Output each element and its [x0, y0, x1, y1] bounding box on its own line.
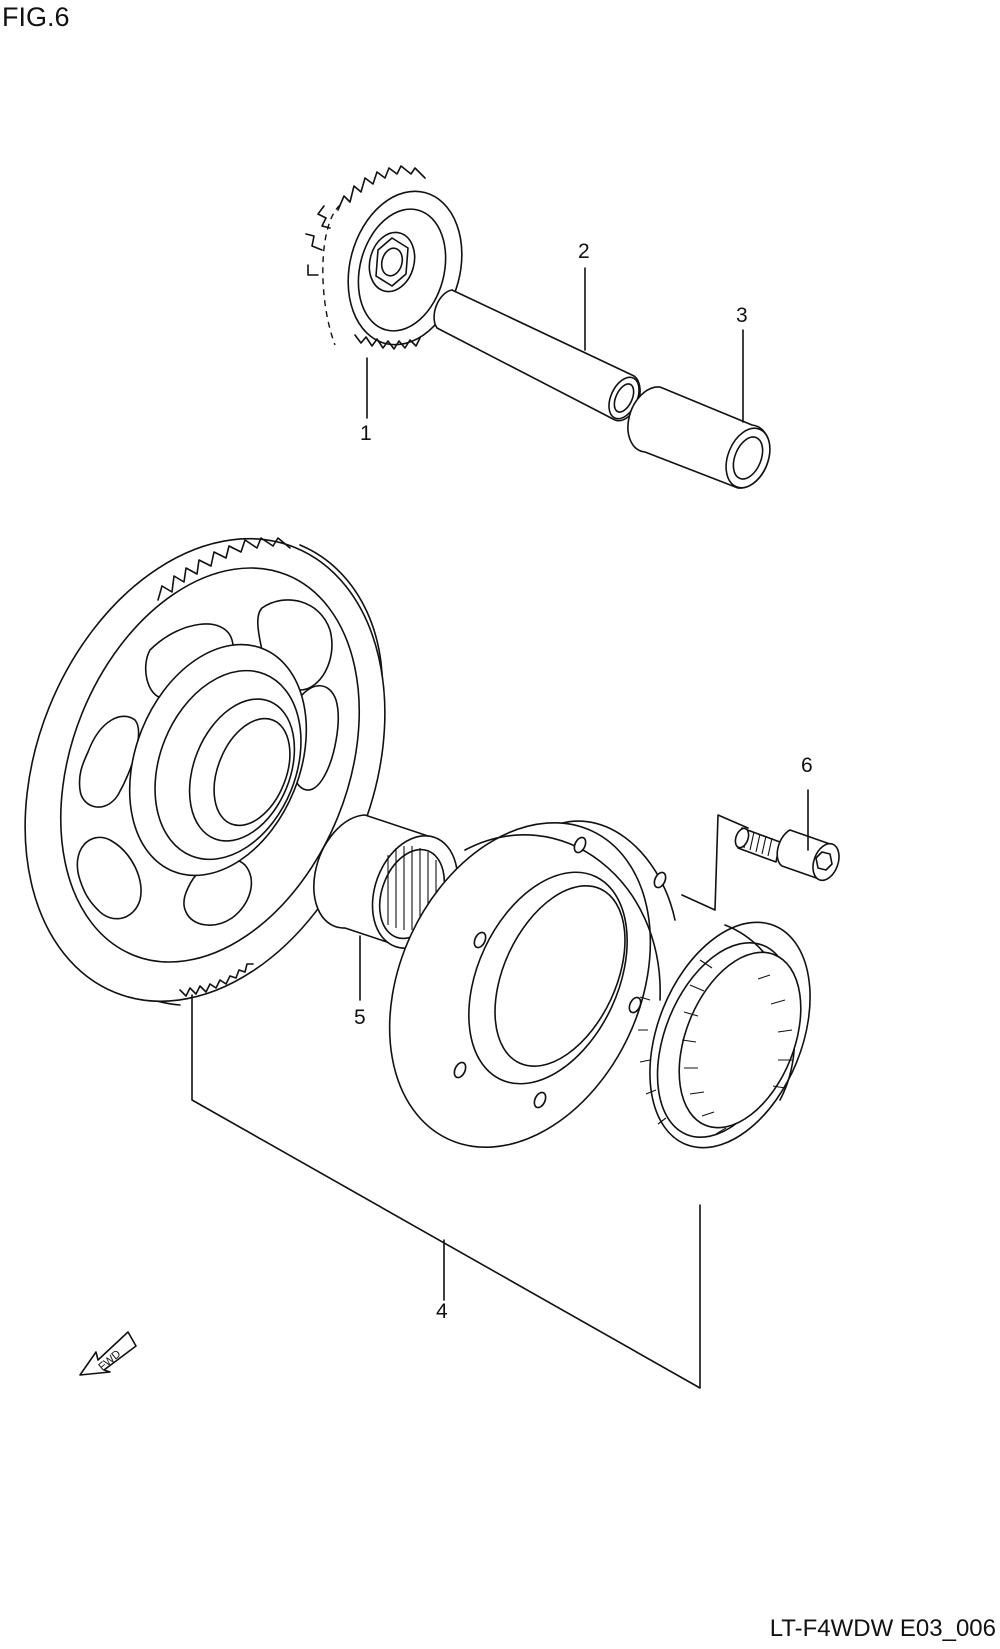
leader-lines: [191, 267, 809, 1389]
callout-numbers: 1 2 3 4 5 6: [354, 240, 813, 1323]
callout-4: 4: [436, 1300, 448, 1323]
part-4-starter-driven-gear[interactable]: [0, 485, 451, 1056]
part-1-idle-gear[interactable]: [305, 165, 478, 358]
callout-1: 1: [360, 422, 372, 445]
part-6-socket-bolt[interactable]: [733, 827, 844, 884]
callout-3: 3: [736, 304, 748, 327]
drawing-code: LT-F4WDW E03_006: [769, 1615, 996, 1642]
figure-title: FIG.6: [2, 2, 70, 32]
callout-6: 6: [801, 754, 813, 777]
part-4-sprag-ring[interactable]: [619, 899, 841, 1172]
callout-5: 5: [354, 1006, 366, 1029]
callout-2: 2: [578, 240, 590, 263]
fwd-direction-arrow: FWD: [79, 1331, 137, 1376]
part-3-bushing[interactable]: [627, 386, 778, 494]
part-2-shaft[interactable]: [433, 289, 645, 423]
part-4-clutch-housing[interactable]: [339, 780, 700, 1190]
